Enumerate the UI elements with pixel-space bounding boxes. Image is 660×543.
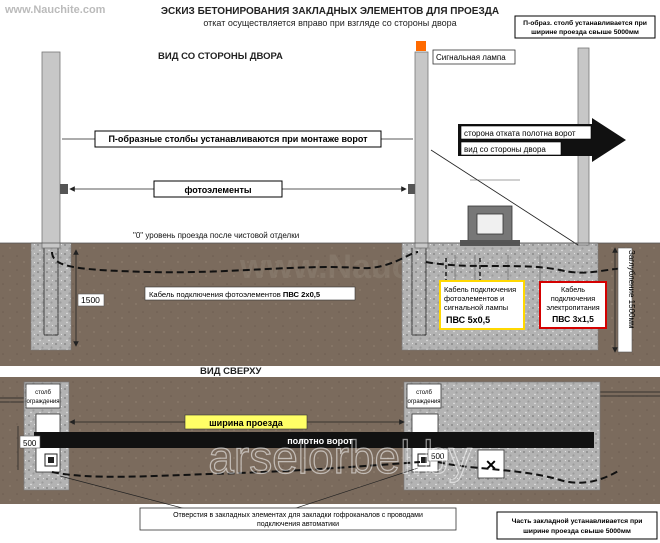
width-label-box (184, 414, 308, 430)
gate-leaf-label: полотно ворот (287, 436, 353, 446)
holes-note-line2: подключения автоматики (257, 521, 339, 528)
dim-500-left: 500 (23, 439, 37, 448)
note-top-right-box (514, 15, 656, 39)
holes-note-box (139, 507, 457, 531)
stop-post-right-line2: ограждения (408, 399, 441, 405)
cable-power-type: ПВС 3х1,5 (552, 314, 594, 324)
cable-lamp-line1: Кабель подключения (444, 285, 516, 294)
left-footing (30, 242, 72, 351)
cable-power-line3: электропитания (546, 303, 599, 312)
width-label: ширина проезда (209, 418, 284, 428)
watermark-center: arselorbel.by (208, 431, 471, 483)
cable-lamp-line3: сигнальной лампы (444, 303, 508, 312)
page-subtitle: откат осуществляется вправо при взгляде … (203, 18, 456, 28)
note-top-right-line1: П-образ. столб устанавливается при (523, 19, 647, 27)
cable-photo-label: Кабель подключения фотоэлементов ПВС 2х0… (149, 290, 321, 299)
photocells-label-box (153, 180, 283, 198)
cable-lamp-line2: фотоэлементов и (444, 294, 504, 303)
rail-wheel-icon: ✕ (485, 457, 497, 473)
gate-leaf (34, 432, 594, 448)
cable-trench-line (51, 251, 626, 274)
signal-lamp-icon (416, 41, 426, 51)
top-view-heading: ВИД СВЕРХУ (200, 366, 261, 377)
depth-1500mm-label: Заглубление 1500мм (627, 250, 636, 328)
stop-post-right (406, 383, 442, 409)
photocell-right-icon (408, 184, 415, 194)
posts-label-box (94, 130, 382, 148)
right-post (414, 51, 429, 249)
posts-label: П-образные столбы устанавливаются при мо… (108, 134, 368, 144)
conduit-line (51, 461, 621, 484)
stop-post-right-line1: столб (416, 390, 432, 396)
depth-1500-label: 1500 (81, 295, 100, 305)
cable-power-box (539, 281, 607, 329)
stop-post-left (25, 383, 61, 409)
signal-lamp-label: Сигнальная лампа (436, 53, 506, 62)
stop-post-left-line1: столб (35, 390, 51, 396)
note-bottom-right-line2: ширине проезда свыше 5000мм (523, 528, 631, 535)
page-title: ЭСКИЗ БЕТОНИРОВАНИЯ ЗАКЛАДНЫХ ЭЛЕМЕНТОВ … (161, 6, 499, 17)
note-top-right-line2: ширине проезда свыше 5000мм (531, 29, 639, 36)
dim-500-right: 500 (431, 452, 445, 461)
holes-note-line1: Отверстия в закладных элементах для закл… (173, 512, 423, 519)
rollback-arrow-icon (458, 118, 626, 162)
cable-power-line2: подключения (551, 294, 595, 303)
cable-power-line1: Кабель (561, 285, 585, 294)
rollback-side-label: сторона отката полотна ворот (464, 129, 576, 138)
stop-post-left-line2: ограждения (27, 399, 60, 405)
note-bottom-right-box (496, 511, 658, 540)
cable-photo-box (144, 286, 356, 301)
signal-lamp-label-box (432, 49, 516, 65)
zero-level-label: "0" уровень проезда после чистовой отдел… (133, 231, 299, 240)
cable-lamp-type: ПВС 5х0,5 (446, 315, 490, 325)
note-bottom-right-line1: Часть закладной устанавливается при (512, 517, 643, 525)
yard-view-heading: ВИД СО СТОРОНЫ ДВОРА (158, 51, 283, 62)
watermark-top: www.Nauchite.com (4, 4, 106, 16)
photocells-label: фотоэлементы (184, 185, 251, 195)
view-from-yard-label: вид со стороны двора (464, 145, 546, 154)
left-post (41, 51, 61, 249)
cable-lamp-box (439, 280, 525, 330)
photocell-left-icon (60, 184, 68, 194)
